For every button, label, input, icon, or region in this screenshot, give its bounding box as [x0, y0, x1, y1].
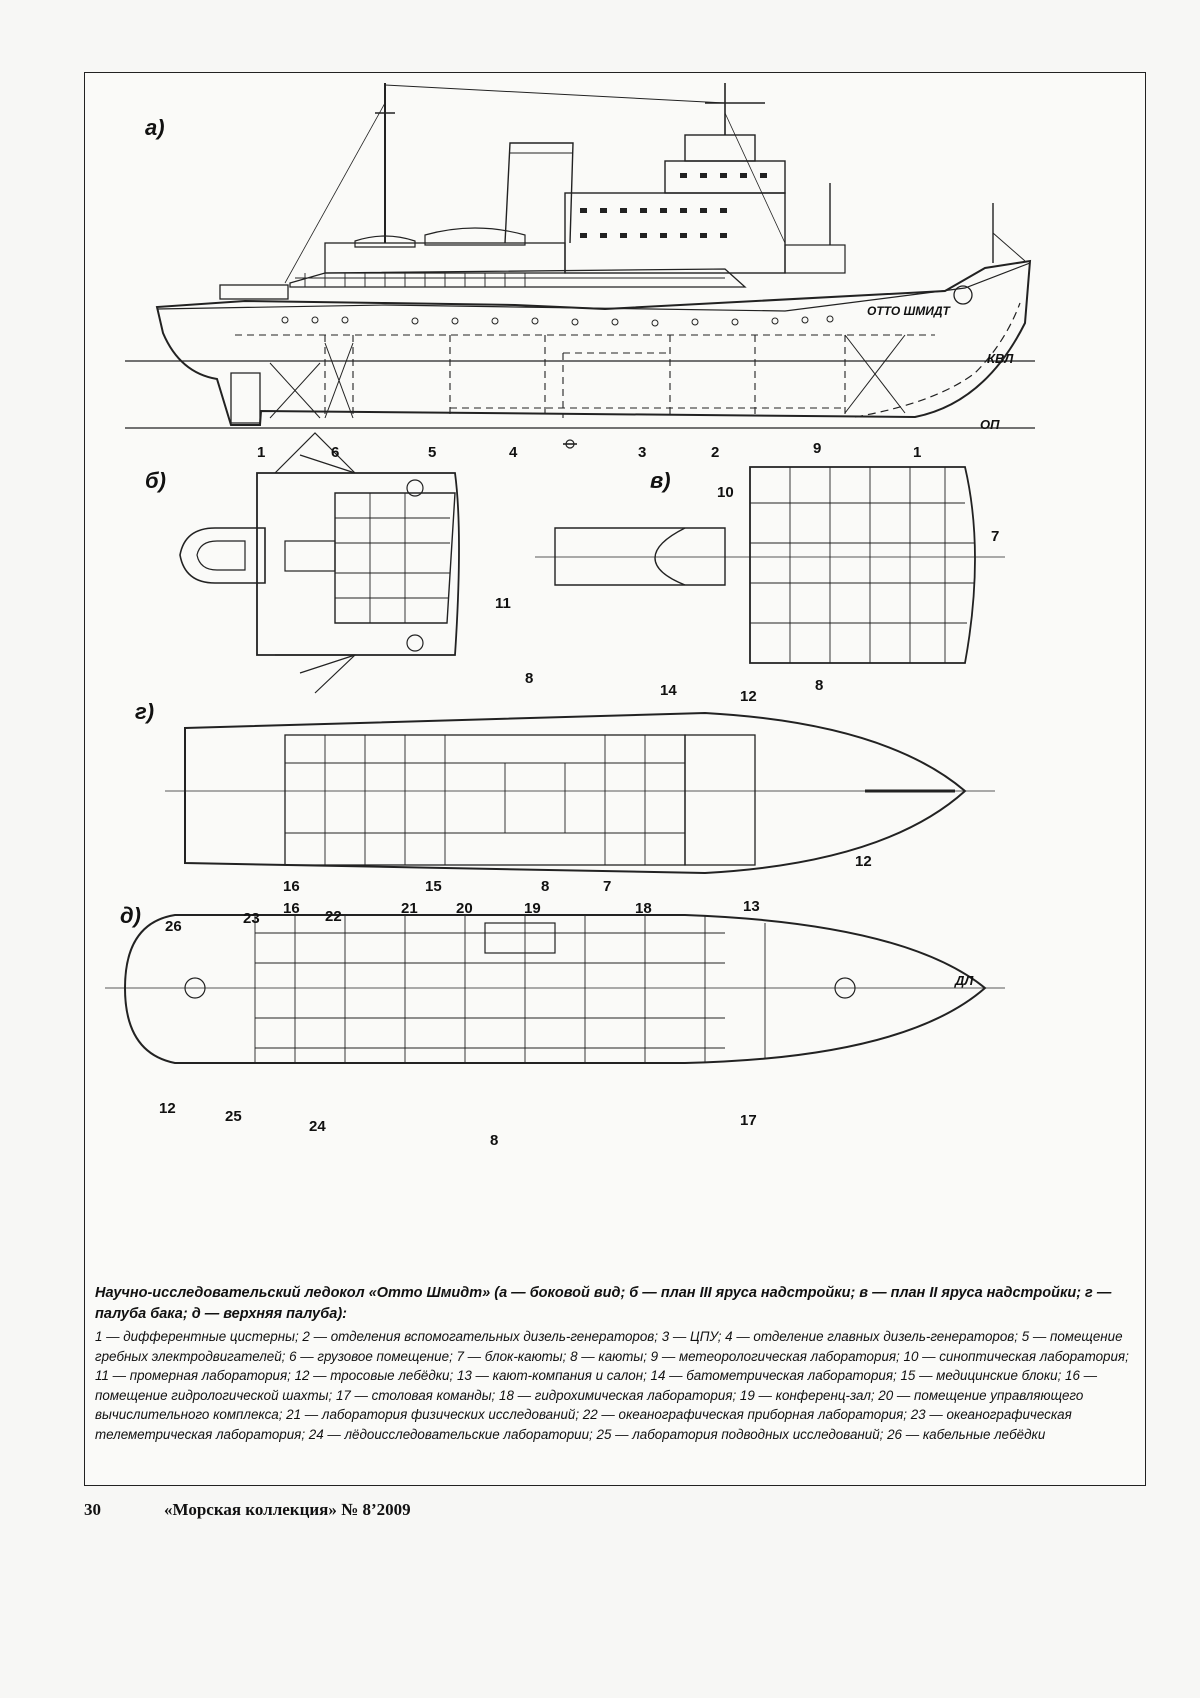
magazine-title: «Морская коллекция» № 8’2009: [164, 1500, 411, 1520]
waterline-label: КВЛ: [987, 351, 1014, 366]
side-view: [125, 83, 1035, 448]
callout-side-4: 4: [509, 444, 518, 461]
callout-v-9: 9: [813, 440, 821, 457]
ship-name-text: ОТТО ШМИДТ: [867, 304, 952, 318]
baseline-label: ОП: [980, 417, 1000, 432]
callout-d-16: 16: [283, 900, 300, 917]
callout-d-20: 20: [456, 900, 473, 917]
callout-g-7: 7: [603, 878, 611, 895]
callout-d-26: 26: [165, 918, 182, 935]
callout-g-13: 13: [743, 898, 760, 915]
label-deck-d: д): [120, 903, 141, 928]
figure-frame: а) б) в) г) д) ОТТО ШМИДТ КВЛ ОП 1 6 5 4…: [84, 72, 1146, 1486]
label-deck-g: г): [135, 699, 154, 724]
callout-d-8: 8: [490, 1132, 498, 1149]
callout-g-12b: 12: [855, 853, 872, 870]
callout-d-23: 23: [243, 910, 260, 927]
deck-d: [105, 915, 1005, 1063]
callout-side-1a: 1: [257, 444, 265, 461]
caption-legend: 1 — дифферентные цистерны; 2 — отделения…: [95, 1327, 1135, 1444]
callout-v-10: 10: [717, 484, 734, 501]
label-plan-v: в): [650, 468, 671, 493]
callout-d-17: 17: [740, 1112, 757, 1129]
callout-d-12: 12: [159, 1100, 176, 1117]
callout-g-8a: 8: [525, 670, 533, 687]
callout-g-8b: 8: [541, 878, 549, 895]
deck-g: [165, 713, 995, 873]
caption-title: Научно-исследовательский ледокол «Отто Ш…: [95, 1283, 1135, 1325]
callout-d-18: 18: [635, 900, 652, 917]
callout-side-1b: 1: [913, 444, 921, 461]
callout-g-12a: 12: [740, 688, 757, 705]
callout-g-16: 16: [283, 878, 300, 895]
page-number: 30: [84, 1500, 101, 1519]
figure-caption: Научно-исследовательский ледокол «Отто Ш…: [95, 1283, 1135, 1444]
plan-v: [535, 467, 1005, 663]
callout-g-15: 15: [425, 878, 442, 895]
callout-d-22: 22: [325, 908, 342, 925]
label-side-view: а): [145, 115, 165, 140]
callout-v-8: 8: [815, 677, 823, 694]
ship-drawing: а) б) в) г) д) ОТТО ШМИДТ КВЛ ОП 1 6 5 4…: [85, 73, 1145, 1285]
plan-b: [180, 433, 459, 693]
callout-b-11: 11: [495, 595, 511, 612]
label-plan-b: б): [145, 468, 166, 493]
callout-d-24: 24: [309, 1118, 326, 1135]
callout-d-25: 25: [225, 1108, 242, 1125]
page-footer: 30 «Морская коллекция» № 8’2009: [84, 1500, 984, 1520]
callout-d-19: 19: [524, 900, 541, 917]
callout-v-7: 7: [991, 528, 999, 545]
centerline-label: ДЛ: [954, 973, 974, 988]
callout-side-6: 6: [331, 444, 339, 461]
callout-g-14: 14: [660, 682, 677, 699]
callout-side-2: 2: [711, 444, 719, 461]
callout-d-21: 21: [401, 900, 418, 917]
callout-side-3: 3: [638, 444, 646, 461]
callout-side-5: 5: [428, 444, 436, 461]
